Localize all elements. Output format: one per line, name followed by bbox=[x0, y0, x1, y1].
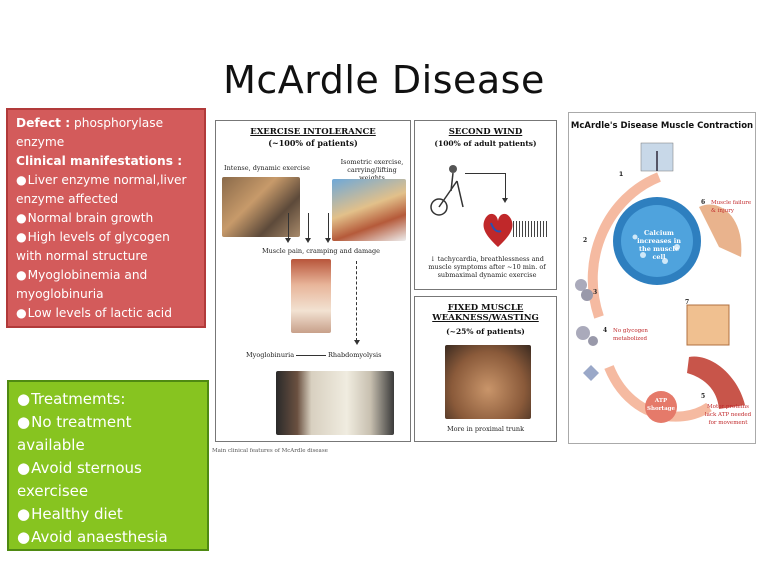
clinical-item: Normal brain growth bbox=[16, 209, 196, 228]
second-wind-panel: SECOND WIND (100% of adult patients) ↓ t… bbox=[414, 120, 557, 290]
treatment-box: Treatmemts: No treatment available Avoid… bbox=[7, 380, 209, 551]
arrow-down-dashed bbox=[354, 261, 360, 345]
second-wind-subtitle: (100% of adult patients) bbox=[434, 139, 537, 148]
clinical-label: Clinical manifestations : bbox=[16, 154, 183, 168]
defect-label: Defect : bbox=[16, 116, 71, 130]
lifting-photo bbox=[332, 179, 406, 241]
step-number: 4 bbox=[603, 327, 608, 334]
running-photo bbox=[222, 177, 300, 237]
motor-proteins-label: Motor proteins lack ATP needed for movem… bbox=[704, 404, 752, 426]
step-number: 6 bbox=[701, 199, 706, 206]
arrow-down bbox=[285, 213, 291, 243]
fixed-weakness-subtitle: (~25% of patients) bbox=[446, 327, 525, 336]
slide-title: McArdle Disease bbox=[223, 58, 545, 102]
muscle-contraction-panel: McArdle's Disease Muscle Contraction 1 C… bbox=[568, 112, 756, 444]
treatment-item: Avoid anaesthesia bbox=[17, 526, 199, 549]
muscle-failure-label: Muscle failure & injury bbox=[711, 200, 752, 214]
intense-exercise-label: Intense, dynamic exercise bbox=[224, 164, 310, 172]
second-wind-text: ↓ tachycardia, breathlessness and muscle… bbox=[428, 255, 546, 279]
defect-box: Defect : phosphorylase enzyme Clinical m… bbox=[6, 108, 206, 328]
treatment-item: Healthy diet bbox=[17, 503, 199, 526]
exercise-intolerance-title: EXERCISE INTOLERANCE bbox=[250, 127, 376, 137]
defect-text: phosphorylase enzyme bbox=[16, 116, 164, 149]
second-wind-title: SECOND WIND bbox=[448, 127, 523, 137]
back-photo bbox=[445, 345, 531, 419]
defect-line: Defect : phosphorylase enzyme bbox=[16, 114, 196, 152]
heart-icon bbox=[483, 213, 513, 247]
figure-caption: Main clinical features of McArdle diseas… bbox=[212, 448, 328, 454]
step-number: 2 bbox=[583, 237, 588, 244]
step-number: 3 bbox=[593, 289, 598, 296]
clinical-item: High levels of glycogen with normal stru… bbox=[16, 228, 196, 266]
arrow-left bbox=[296, 355, 326, 356]
step-number: 5 bbox=[701, 393, 706, 400]
muscle-contraction-title: McArdle's Disease Muscle Contraction bbox=[570, 121, 754, 131]
leg-photo bbox=[291, 259, 331, 333]
urine-samples-photo bbox=[276, 371, 394, 435]
step-number: 7 bbox=[685, 299, 690, 306]
fixed-weakness-caption: More in proximal trunk bbox=[446, 425, 525, 433]
exercise-intolerance-subtitle: (~100% of patients) bbox=[268, 138, 358, 148]
exercise-intolerance-panel: EXERCISE INTOLERANCE (~100% of patients)… bbox=[215, 120, 411, 442]
clinical-item: Liver enzyme normal,liver enzyme affecte… bbox=[16, 171, 196, 209]
rhabdomyolysis-label: Rhabdomyolysis bbox=[328, 351, 382, 359]
arrow-down bbox=[325, 213, 331, 243]
muscle-pain-label: Muscle pain, cramping and damage bbox=[261, 247, 381, 255]
clinical-item: Low levels of lactic acid bbox=[16, 304, 196, 323]
fixed-weakness-title: FIXED MUSCLE WEAKNESS/WASTING bbox=[432, 303, 539, 323]
step-number: 1 bbox=[619, 171, 624, 178]
atp-shortage-label: ATP Shortage bbox=[647, 398, 675, 412]
no-glycogen-label: No glycogen metabolized bbox=[613, 328, 648, 342]
muscle-fibers-icon bbox=[513, 221, 549, 237]
treatment-heading: Treatmemts: bbox=[17, 388, 199, 411]
clinical-item: Myoglobinemia and myoglobinuria bbox=[16, 266, 196, 304]
arrow-right bbox=[465, 173, 505, 174]
exercise-bike-icon bbox=[430, 165, 464, 216]
fixed-weakness-panel: FIXED MUSCLE WEAKNESS/WASTING (~25% of p… bbox=[414, 296, 557, 442]
treatment-item: No treatment available bbox=[17, 411, 199, 457]
treatment-item: Avoid sternous exercisee bbox=[17, 457, 199, 503]
contraction-cycle-diagram bbox=[575, 142, 745, 423]
arrow-down bbox=[305, 213, 311, 243]
isometric-exercise-label: Isometric exercise, carrying/lifting wei… bbox=[340, 158, 404, 182]
arrow-down bbox=[502, 173, 508, 203]
calcium-label: Calcium increases in the muscle cell bbox=[637, 229, 681, 261]
myoglobinuria-label: Myoglobinuria bbox=[246, 351, 295, 359]
